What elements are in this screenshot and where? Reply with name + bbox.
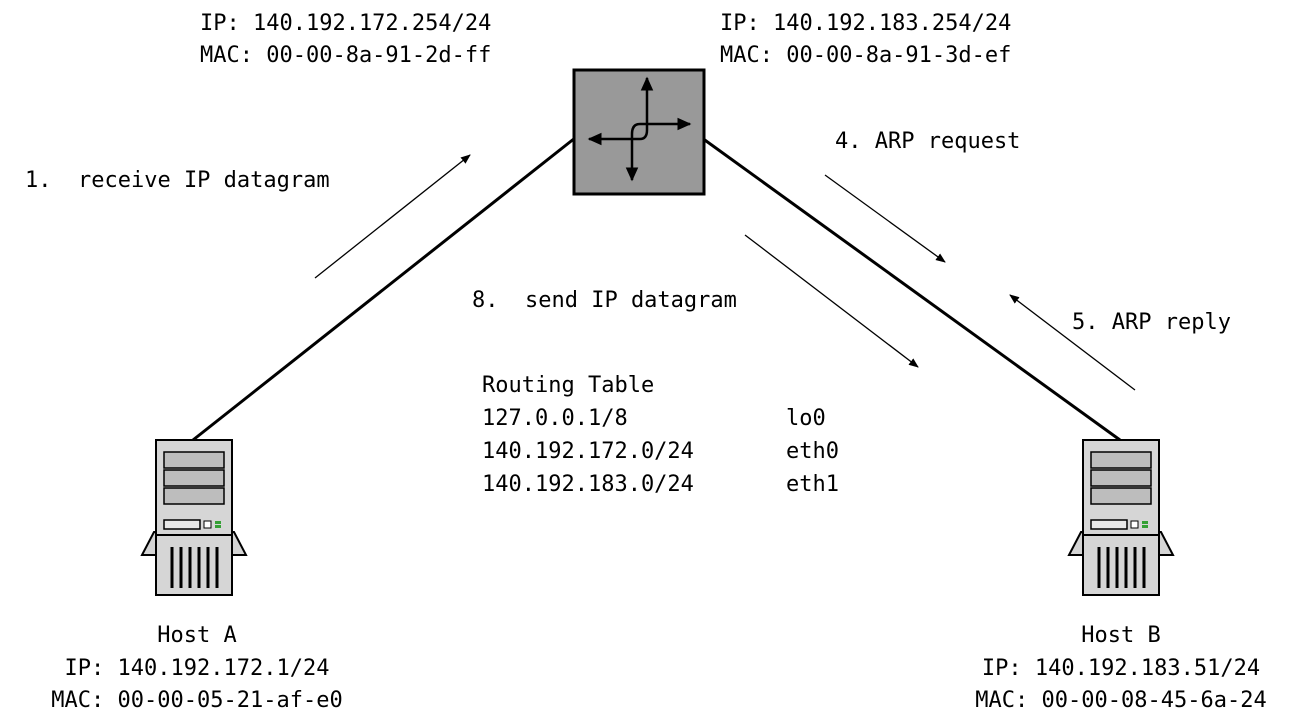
host-b-mac: MAC: 00-00-08-45-6a-24 [975, 688, 1266, 713]
host-a-name: Host A [157, 623, 236, 648]
host-b-ip: IP: 140.192.183.51/24 [982, 656, 1260, 681]
router-icon [572, 68, 706, 196]
router-eth1-ip: IP: 140.192.183.254/24 [720, 11, 1011, 36]
router-eth0-ip: IP: 140.192.172.254/24 [200, 11, 491, 36]
routing-table-network: 140.192.172.0/24 [482, 439, 694, 464]
router-eth0-mac: MAC: 00-00-8a-91-2d-ff [200, 43, 491, 68]
step-5-label: 5. ARP reply [1072, 310, 1231, 335]
arrow-step8 [744, 234, 919, 368]
host-b-server-icon [1067, 438, 1175, 597]
host-a-ip: IP: 140.192.172.1/24 [65, 656, 330, 681]
routing-table-title: Routing Table [482, 373, 654, 398]
routing-table-network: 140.192.183.0/24 [482, 472, 694, 497]
host-a-mac: MAC: 00-00-05-21-af-e0 [51, 688, 342, 713]
step-4-label: 4. ARP request [835, 129, 1020, 154]
routing-table-network: 127.0.0.1/8 [482, 406, 628, 431]
host-b-name: Host B [1081, 623, 1160, 648]
step-8-label: 8. send IP datagram [472, 288, 737, 313]
routing-table-interface: lo0 [786, 406, 826, 431]
arrow-step4 [824, 174, 946, 263]
link-host-a-router [192, 136, 576, 442]
arrow-step5 [1009, 294, 1136, 391]
link-router-host-b [701, 136, 1121, 442]
arrow-step1 [314, 154, 471, 279]
routing-table-interface: eth0 [786, 439, 839, 464]
host-a-server-icon [140, 438, 248, 597]
routing-table-interface: eth1 [786, 472, 839, 497]
router-eth1-mac: MAC: 00-00-8a-91-3d-ef [720, 43, 1011, 68]
routing-table: Routing Table 127.0.0.1/8 lo0 140.192.17… [482, 373, 839, 497]
step-1-label: 1. receive IP datagram [25, 168, 330, 193]
